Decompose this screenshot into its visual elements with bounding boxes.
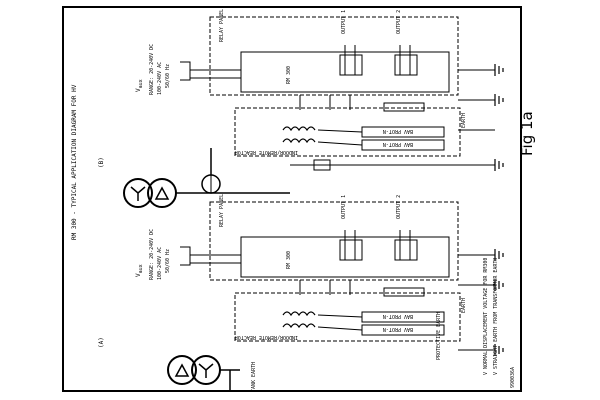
resistor-1-label-b: BAV PROT-N [383,128,413,134]
drawing-border [62,6,522,392]
panel-a: INDOOR/REMOTE REACTOR BAV PROT-N BAV PRO… [135,194,504,392]
relay-panel-a [209,201,459,281]
earth-label-b: EARTH [461,113,467,128]
reactor-label-a: INDOOR/REMOTE REACTOR [234,334,298,340]
reactor-label-b: INDOOR/REMOTE REACTOR [234,149,298,155]
tank-earth-label: TANK EARTH [251,362,257,392]
note-line-2: V STRAIGHT EARTH FROM TRANSFORMER EARTH [493,258,499,375]
output2-label-b: OUTPUT 2 [396,10,402,34]
relay-panel-label-a: RELAY PANEL [219,194,225,227]
supply-range2-b: 100-240V AC [157,62,163,95]
panel-a-label: (A) [98,337,105,348]
resistor-2-label-b: BAV PROT-N [383,141,413,147]
relay-panel-b [209,16,459,96]
supply-range-b: RANGE: 20-240V DC [149,44,155,95]
supply-freq-a: 50/60 Hz [165,249,171,273]
panel-b-label: (B) [98,157,105,168]
earth-label-a: EARTH [461,298,467,313]
supply-freq-b: 50/60 Hz [165,64,171,88]
panel-b: INDOOR/REMOTE REACTOR BAV PROT-N BAV PRO… [123,9,504,208]
drawing-number: 990036A [510,367,516,388]
diagram-title: RM 300 - TYPICAL APPLICATION DIAGRAM FOR… [71,84,78,240]
transformer-primary-b [123,178,153,208]
transformer-primary-a [167,355,197,385]
resistor-1-label-a: BAV PROT-N [383,313,413,319]
rm300-label-b: RM 300 [286,66,292,84]
supply-range2-a: 100-240V AC [157,247,163,280]
reactor-box-a [234,292,461,342]
output1-label-b: OUTPUT 1 [341,10,347,34]
figure-label: Fig 1a [518,111,536,156]
supply-range-a: RANGE: 20-240V DC [149,229,155,280]
output1-label-a: OUTPUT 1 [341,195,347,219]
relay-panel-label-b: RELAY PANEL [219,9,225,42]
output2-label-a: OUTPUT 2 [396,195,402,219]
resistor-2-label-a: BAV PROT-N [383,326,413,332]
reactor-box-b [234,107,461,157]
supply-v-b: Vaux [135,79,144,92]
note-line-1: V NORMAL DISPLACEMENT VOLTAGE FOR RM300 [483,258,489,375]
protective-earth-label-a: PROTECTIVE EARTH [436,312,442,360]
supply-v-a: Vaux [135,264,144,277]
rm300-label-a: RM 300 [286,251,292,269]
